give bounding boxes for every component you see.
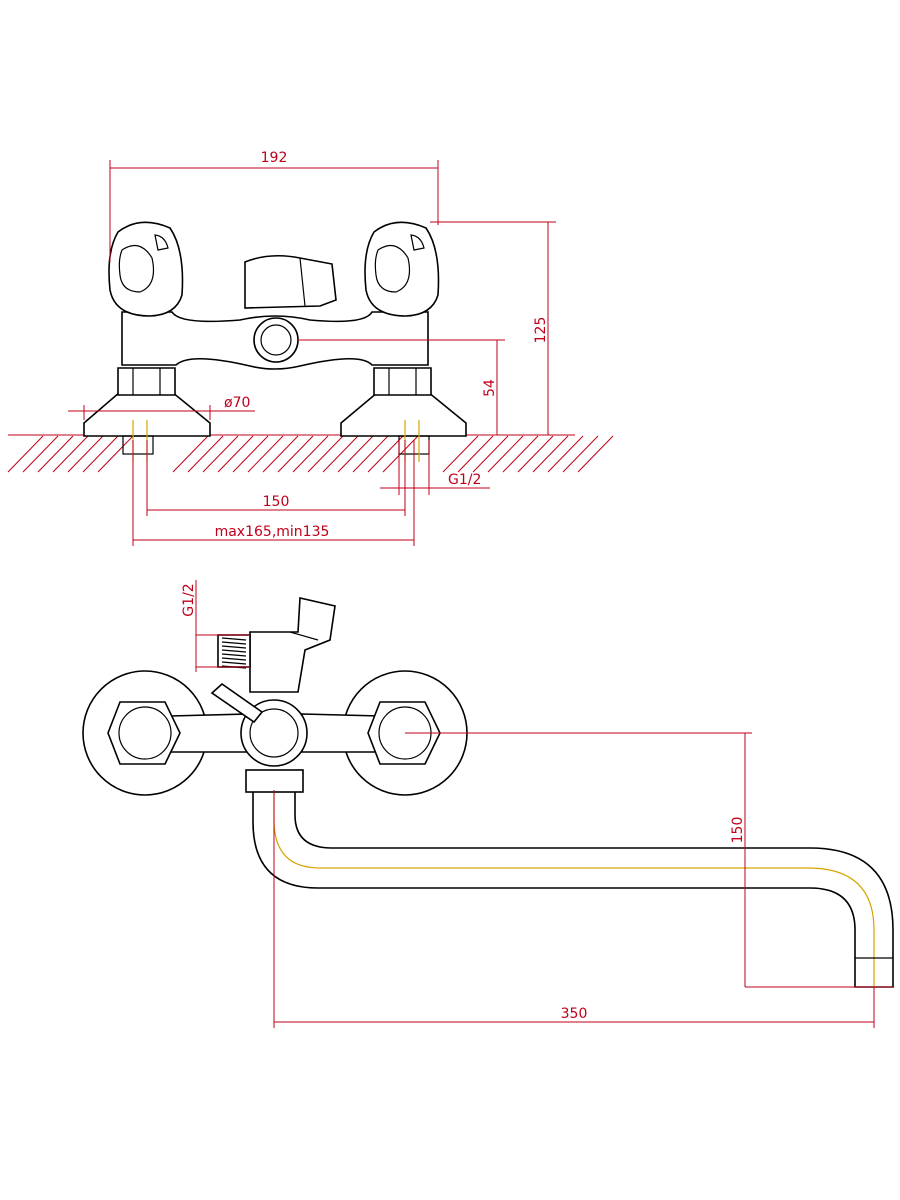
dim-54-label: 54 — [482, 379, 498, 397]
hatch-line — [472, 435, 509, 473]
hatch-line — [7, 435, 44, 473]
dim-g12-side-label: G1/2 — [181, 583, 197, 616]
top-view: G1/2 150 350 — [82, 580, 894, 1028]
left-handle-indicator — [154, 234, 169, 251]
thread-line — [221, 657, 247, 661]
hatch-line — [517, 435, 554, 473]
hatch-line — [22, 435, 59, 473]
dimension-spout-drop: 150 — [405, 732, 893, 988]
central-body-inner — [249, 708, 299, 758]
front-view: 192 125 54 ø70 150 — [7, 150, 614, 546]
thread-line — [221, 649, 247, 653]
left-hex-nut — [117, 367, 176, 396]
right-hex-nut — [373, 367, 432, 396]
dim-range-label: max165,min135 — [215, 524, 330, 540]
left-inlet-pipe — [122, 435, 154, 455]
hatch-line — [322, 435, 359, 473]
dim-150-label: 150 — [263, 494, 290, 510]
dim-spout-drop-label: 150 — [730, 817, 746, 844]
hatch-line — [292, 435, 329, 473]
spout-centerline — [273, 790, 875, 987]
diverter-edge — [299, 257, 306, 307]
hatch-line — [172, 435, 209, 473]
hatch-line — [202, 435, 239, 473]
hatch-line — [307, 435, 344, 473]
floor-hatching — [7, 435, 614, 473]
hatch-line — [247, 435, 284, 473]
hatch-line — [82, 435, 119, 473]
dim-125-label: 125 — [533, 317, 549, 344]
right-handle-recess — [374, 244, 411, 293]
hatch-line — [277, 435, 314, 473]
right-valve-hex — [367, 701, 441, 765]
hatch-line — [367, 435, 404, 473]
hatch-line — [502, 435, 539, 473]
dimension-thread-side: G1/2 — [181, 580, 250, 672]
outlet-bore — [260, 324, 292, 356]
dimension-overall-height: 125 — [430, 221, 556, 435]
thread-line — [221, 641, 247, 645]
thread-line — [221, 645, 247, 649]
hatch-line — [532, 435, 569, 473]
hatch-line — [487, 435, 524, 473]
right-handle-indicator — [410, 234, 425, 251]
hatch-line — [52, 435, 89, 473]
dim-g12-bottom-label: G1/2 — [448, 472, 481, 488]
hatch-line — [547, 435, 584, 473]
diverter-knob — [244, 254, 337, 309]
right-handle — [364, 221, 440, 317]
dimension-flange-diameter: ø70 — [68, 395, 255, 420]
dimension-outlet-height: 54 — [298, 339, 505, 435]
dim-spout-length-label: 350 — [561, 1006, 588, 1022]
left-handle-recess — [118, 244, 155, 293]
diverter-lever — [210, 682, 264, 724]
hatch-line — [187, 435, 224, 473]
shower-outlet — [249, 597, 336, 693]
dim-70-label: ø70 — [224, 395, 250, 411]
spout — [252, 789, 894, 988]
hatch-line — [577, 435, 614, 473]
hatch-line — [217, 435, 254, 473]
left-valve-head — [118, 706, 172, 760]
dimension-thread-bottom: G1/2 — [380, 440, 490, 495]
left-handle — [108, 221, 184, 317]
right-flange — [340, 391, 467, 437]
hatch-line — [37, 435, 74, 473]
thread-line — [221, 661, 247, 665]
hatch-line — [232, 435, 269, 473]
dimension-overall-width: 192 — [109, 150, 439, 262]
dimension-axis-range: max165,min135 — [132, 440, 415, 546]
thread-line — [221, 637, 247, 641]
hatch-line — [262, 435, 299, 473]
hatch-line — [97, 435, 134, 473]
dimension-spout-length: 350 — [273, 790, 875, 1028]
hatch-line — [352, 435, 389, 473]
left-valve-hex — [107, 701, 181, 765]
hatch-line — [457, 435, 494, 473]
hatch-line — [337, 435, 374, 473]
dimension-axis-spacing: 150 — [146, 440, 406, 516]
shower-outlet-edge — [289, 631, 319, 641]
thread-line — [221, 653, 247, 657]
spout-collar — [245, 769, 304, 793]
hatch-line — [442, 435, 479, 473]
hatch-line — [562, 435, 599, 473]
hatch-line — [67, 435, 104, 473]
dim-192-label: 192 — [261, 150, 288, 166]
